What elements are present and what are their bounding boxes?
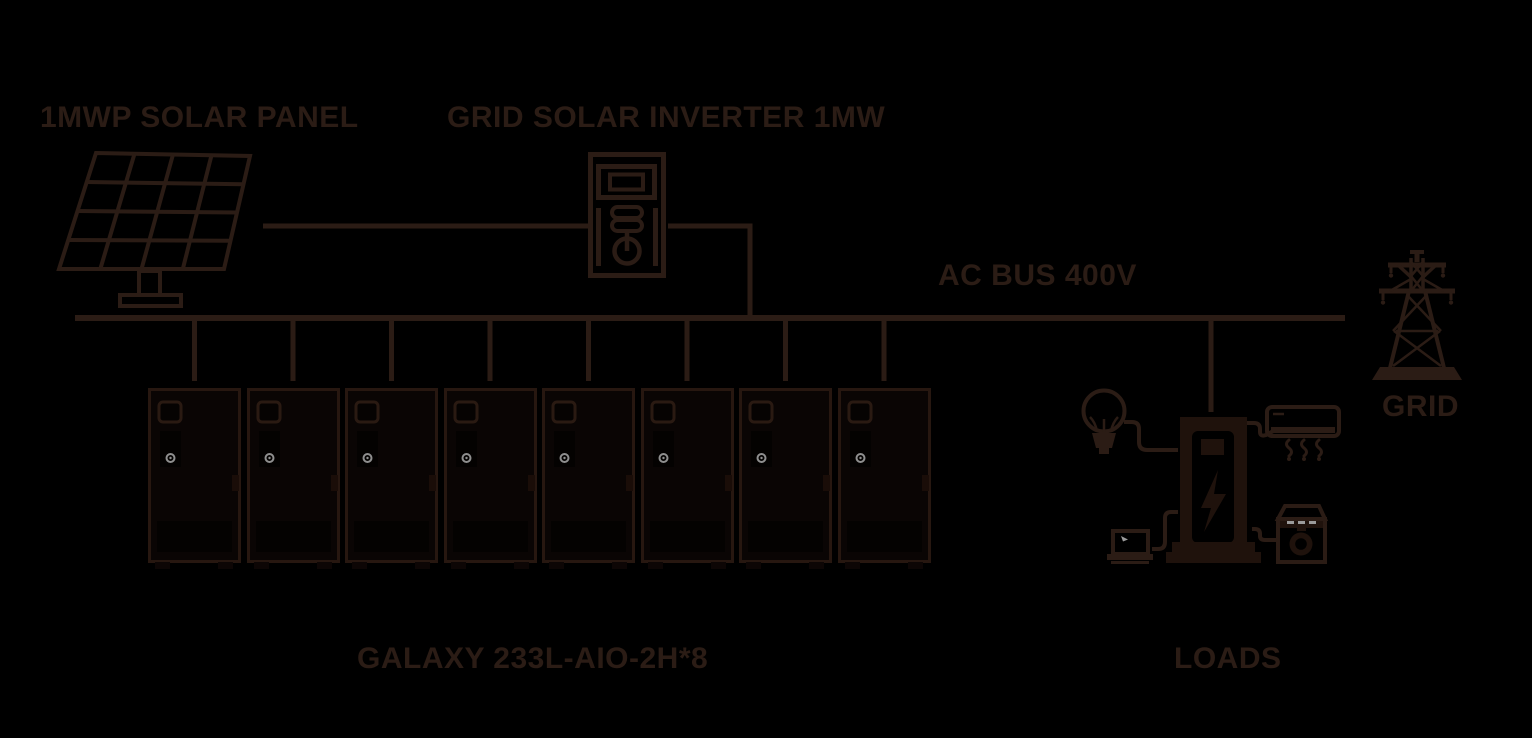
- inverter-icon: [588, 152, 666, 278]
- battery-cabinet-icon: [444, 388, 537, 571]
- inverter-label: GRID SOLAR INVERTER 1MW: [447, 101, 886, 134]
- washing-machine-icon: [1252, 504, 1329, 564]
- loads-label: LOADS: [1174, 642, 1282, 675]
- battery-cabinet-icon: [148, 388, 241, 571]
- battery-cabinet-icon: [838, 388, 931, 571]
- battery-cabinet-icon: [739, 388, 832, 571]
- battery-cabinet-icon: [641, 388, 734, 571]
- battery-cabinet-icon: [345, 388, 438, 571]
- laptop-icon: [1107, 510, 1178, 564]
- air-conditioner-icon: [1247, 405, 1341, 461]
- battery-cabinet-icon: [542, 388, 635, 571]
- solar-panel-label: 1MWP SOLAR PANEL: [40, 101, 359, 134]
- battery-cabinet-row: [148, 388, 931, 571]
- washer-wire: [1252, 527, 1278, 542]
- inverter-to-bus-line: [668, 223, 753, 318]
- solar-panel-icon: [56, 150, 253, 308]
- battery-system-label: GALAXY 233L-AIO-2H*8: [357, 642, 709, 675]
- battery-cabinet-icon: [247, 388, 340, 571]
- ac-wire: [1247, 421, 1278, 438]
- laptop-wire: [1152, 510, 1178, 551]
- light-bulb-icon: [1081, 388, 1178, 454]
- grid-label: GRID: [1382, 390, 1459, 423]
- transmission-tower-icon: [1372, 250, 1462, 380]
- ev-charger-icon: [1166, 417, 1261, 563]
- bulb-wire: [1124, 420, 1178, 452]
- ac-bus-label: AC BUS 400V: [938, 259, 1137, 292]
- bus-to-battery-drop-lines: [192, 318, 887, 381]
